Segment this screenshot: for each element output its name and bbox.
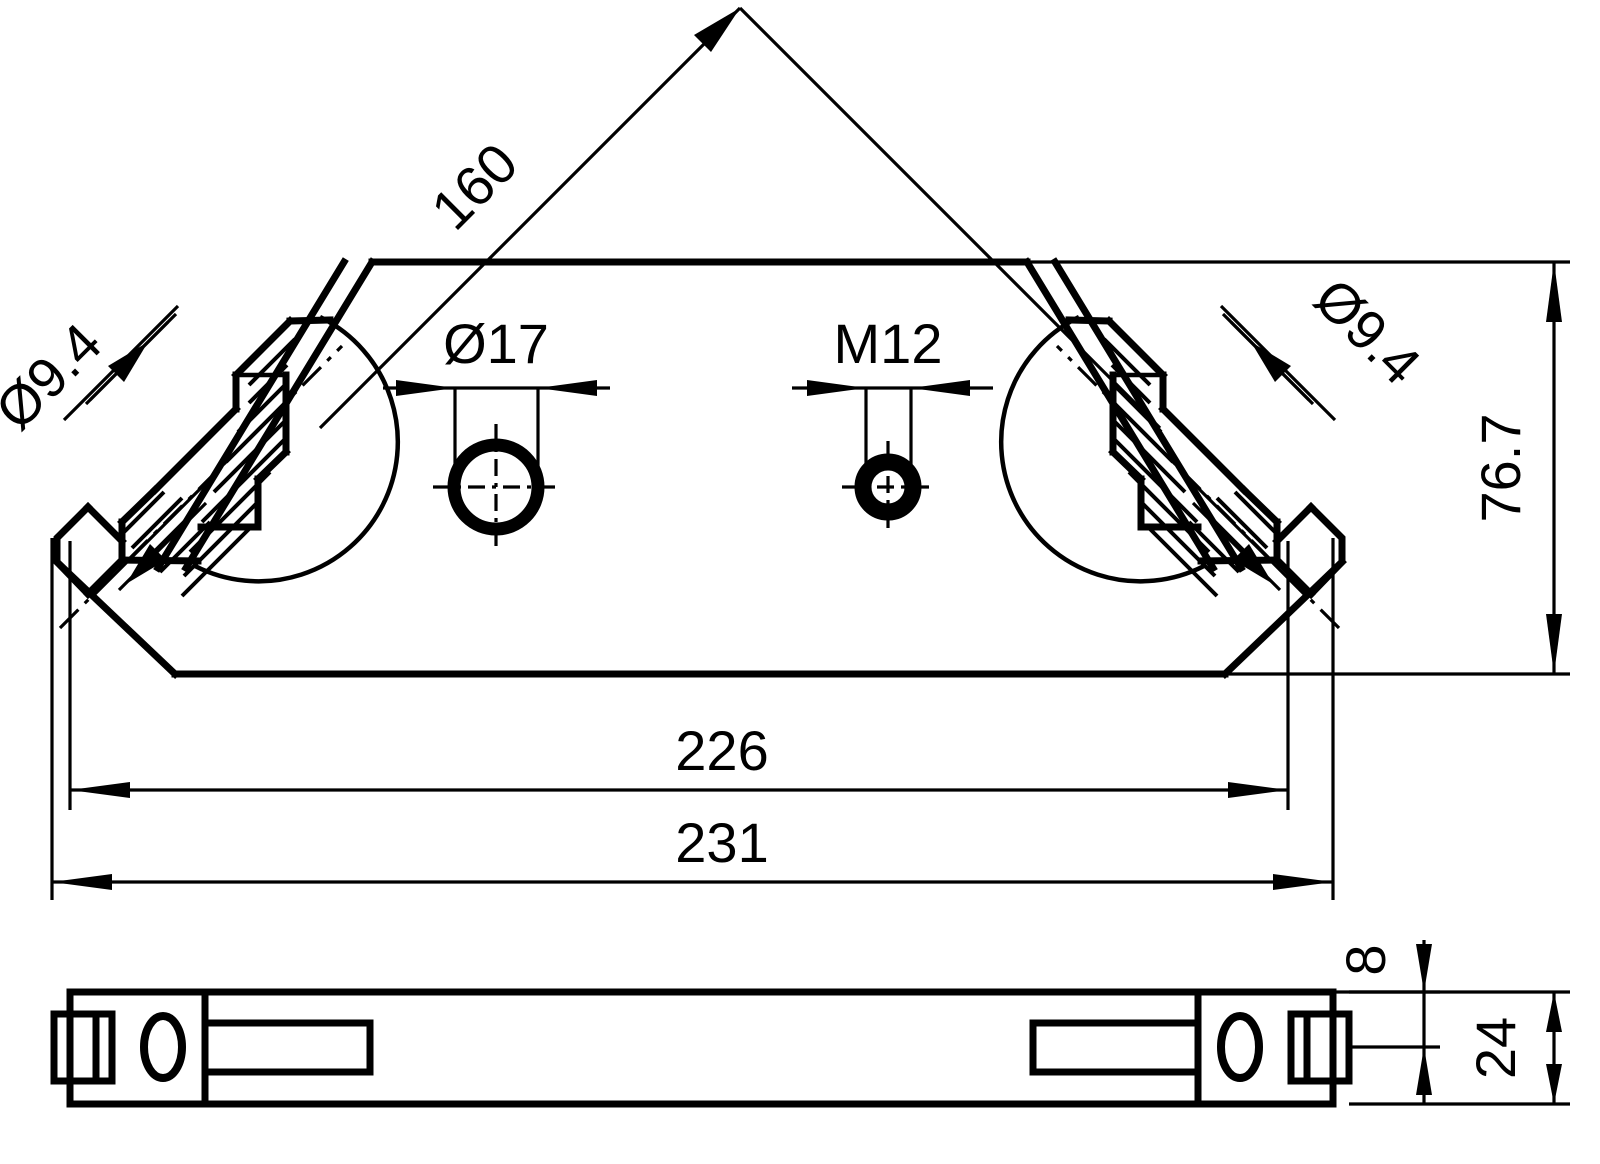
dim-m12-label: M12	[834, 312, 943, 375]
dim-8-arrowhead-top	[1416, 944, 1432, 992]
dim-m12-arrowhead-left	[807, 380, 866, 396]
dim-d17-arrowhead-left	[396, 380, 455, 396]
hole-m12	[842, 441, 934, 533]
dimension-m12: M12	[792, 312, 993, 470]
bottom-view-group	[50, 988, 1353, 1108]
dim-d94-right-arrowhead-upper	[1251, 342, 1291, 382]
main-view-group	[52, 257, 1347, 679]
left-end-tab	[50, 1010, 116, 1085]
left-pocket-slot	[201, 988, 374, 1108]
left-section-hatching	[180, 334, 297, 598]
dim-160-label: 160	[419, 131, 530, 242]
dim-8-label: 8	[1334, 944, 1397, 975]
dim-767-arrowhead-bottom	[1546, 614, 1562, 674]
plate-outline	[66, 988, 1337, 1108]
dim-24-arrowhead-top	[1546, 992, 1562, 1032]
dim-231-label: 231	[675, 811, 768, 874]
dimension-767: 76.7	[1027, 260, 1570, 676]
dim-d94-right-arrowhead-lower	[1233, 544, 1273, 584]
dim-226-arrowhead-left	[70, 782, 130, 798]
dimension-d17: Ø17	[383, 312, 610, 470]
hole-d17	[433, 424, 559, 550]
dim-d17-arrowhead-right	[538, 380, 597, 396]
dim-8-arrowhead-bottom	[1416, 1047, 1432, 1095]
dim-d94-left-label: Ø9.4	[0, 311, 113, 441]
dim-231-arrowhead-right	[1273, 874, 1333, 890]
right-pocket-slot	[1029, 988, 1202, 1108]
dim-d17-label: Ø17	[443, 312, 549, 375]
dim-226-arrowhead-right	[1228, 782, 1288, 798]
dim-767-arrowhead-top	[1546, 262, 1562, 322]
right-end-tab	[1287, 1010, 1353, 1085]
dim-226-label: 226	[675, 719, 768, 782]
dim-d94-left-arrowhead-upper	[108, 342, 148, 382]
right-bore-oval	[1217, 1012, 1263, 1082]
dim-m12-arrowhead-right	[911, 380, 970, 396]
dim-767-label: 76.7	[1469, 414, 1532, 523]
dimension-231: 231	[50, 538, 1335, 900]
dim-231-arrowhead-left	[52, 874, 112, 890]
dim-24-label: 24	[1464, 1017, 1527, 1079]
dim-d94-right-label: Ø9.4	[1303, 266, 1433, 396]
dim-24-arrowhead-bottom	[1546, 1064, 1562, 1104]
dimension-8: 8	[1291, 940, 1440, 1104]
left-threaded-boss	[58, 314, 401, 630]
dim-160-arrowhead	[694, 8, 740, 52]
dimension-24: 24	[1349, 990, 1570, 1106]
dim-d94-left-arrowhead-lower	[126, 544, 166, 584]
dimension-d94-left: Ø9.4	[0, 304, 209, 598]
dimension-226: 226	[68, 541, 1290, 810]
left-bore-oval	[140, 1012, 186, 1082]
body-outline	[52, 257, 1347, 679]
